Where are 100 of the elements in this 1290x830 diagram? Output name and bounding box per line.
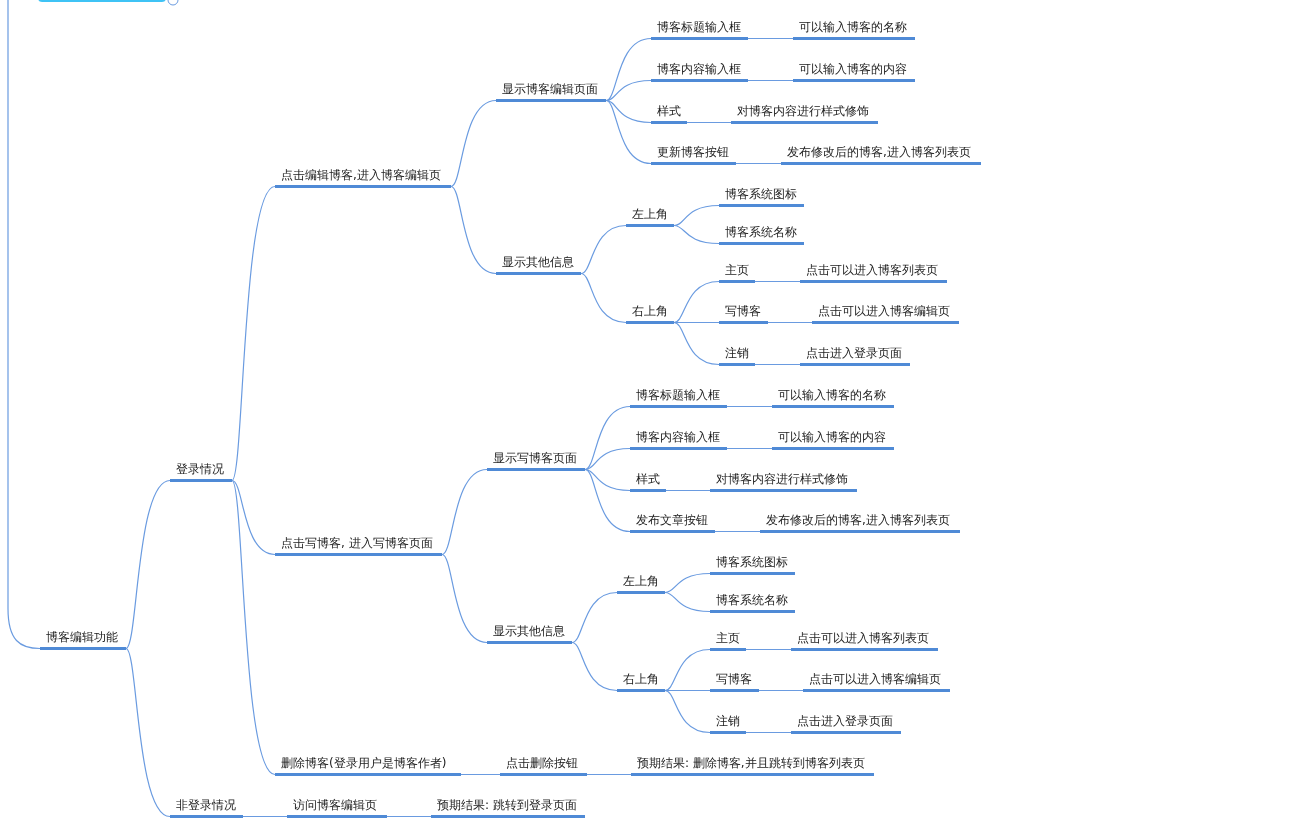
topic-label: 发布修改后的博客,进入博客列表页 [787,145,971,159]
topic-label: 博客系统图标 [725,187,797,201]
topic-label: 可以输入博客的内容 [799,62,907,76]
branch-line [231,185,276,482]
branch-line [125,479,171,650]
branch-line [460,773,501,776]
branch-line [754,280,801,283]
branch-line [664,689,711,692]
topic-label: 可以输入博客的名称 [799,20,907,34]
branch-line [605,99,652,124]
branch-line [673,204,720,227]
topic-label: 非登录情况 [176,798,236,812]
branch-line [586,773,632,776]
topic-label: 博客编辑功能 [46,630,118,644]
topic-label: 博客标题输入框 [657,20,741,34]
branch-line [584,468,631,492]
topic-label: 登录情况 [176,462,224,476]
topic-label: 主页 [716,631,740,645]
branch-line [664,648,711,692]
branch-line [386,815,432,818]
topic-label: 博客内容输入框 [657,62,741,76]
branch-line [745,648,792,651]
branch-line [664,572,711,594]
topic-label: 点击删除按钮 [506,756,578,770]
branch-line [754,363,801,366]
topic-label: 点击进入登录页面 [806,346,902,360]
topic-label: 对博客内容进行样式修饰 [716,472,848,486]
topic-label: 点击可以进入博客列表页 [806,263,938,277]
branch-line [580,224,627,275]
topic-label: 显示写博客页面 [493,451,577,465]
branch-line [673,224,720,245]
topic-label: 预期结果: 删除博客,并且跳转到博客列表页 [637,756,865,770]
topic-label: 删除博客(登录用户是博客作者) [281,756,447,770]
branch-line [450,99,497,188]
topic-label: 点击可以进入博客列表页 [797,631,929,645]
branch-line [726,447,773,450]
branch-line [673,321,720,366]
branch-line [242,815,288,818]
branch-line [125,647,171,818]
topic-label: 发布文章按钮 [636,513,708,527]
topic-label: 可以输入博客的内容 [778,430,886,444]
topic-label: 注销 [725,346,749,360]
topic-label: 更新博客按钮 [657,145,729,159]
branch-line [767,321,813,324]
topic-label: 点击可以进入博客编辑页 [809,672,941,686]
topic-label: 显示其他信息 [502,255,574,269]
branch-line [735,162,782,165]
topic-label: 预期结果: 跳转到登录页面 [437,798,577,812]
branch-line [686,121,732,124]
branch-line [450,185,497,275]
branch-line [714,530,761,533]
topic-label: 发布修改后的博客,进入博客列表页 [766,513,950,527]
branch-line [571,591,618,644]
branch-line [673,280,720,324]
topic-label: 博客系统名称 [725,225,797,239]
topic-label: 写博客 [716,672,752,686]
branch-line [571,641,618,692]
branch-line [745,731,792,734]
topic-label: 写博客 [725,304,761,318]
topic-label: 博客系统名称 [716,593,788,607]
branch-line [441,468,488,556]
branch-line [747,37,794,40]
branch-line [580,272,627,324]
branch-line [7,0,41,650]
branch-line [584,447,631,471]
topic-label: 博客标题输入框 [636,388,720,402]
branch-line [584,468,631,533]
branch-line [664,591,711,613]
branch-line [747,79,794,82]
branch-line [441,553,488,644]
topic-label: 访问博客编辑页 [293,798,377,812]
topic-label: 注销 [716,714,740,728]
topic-label: 显示其他信息 [493,624,565,638]
branch-line [605,99,652,165]
branch-line [231,479,276,556]
branch-line [605,37,652,102]
topic-label: 显示博客编辑页面 [502,82,598,96]
topic-label: 可以输入博客的名称 [778,388,886,402]
topic-label: 样式 [657,104,681,118]
branch-line [665,489,711,492]
topic-label: 点击编辑博客,进入博客编辑页 [281,168,441,182]
branch-line [231,479,276,776]
branch-line [605,79,652,102]
branch-line [664,689,711,734]
branch-line [758,689,804,692]
branch-line [584,405,631,471]
topic-label: 对博客内容进行样式修饰 [737,104,869,118]
branch-line [726,405,773,408]
topic-label: 右上角 [623,672,659,686]
topic-label: 左上角 [623,574,659,588]
topic-label: 样式 [636,472,660,486]
branch-line [673,321,720,324]
topic-label: 博客内容输入框 [636,430,720,444]
topic-label: 左上角 [632,207,668,221]
topic-label: 右上角 [632,304,668,318]
topic-label: 点击写博客, 进入写博客页面 [281,536,433,550]
topic-label: 博客系统图标 [716,555,788,569]
topic-label: 点击进入登录页面 [797,714,893,728]
topic-label: 点击可以进入博客编辑页 [818,304,950,318]
topic-label: 主页 [725,263,749,277]
